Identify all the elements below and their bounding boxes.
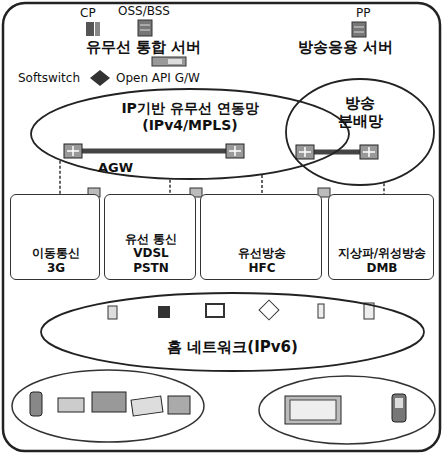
softswitch-label: Softswitch: [18, 71, 80, 85]
home-network-ellipse: 홈 네트워크(IPv6): [40, 292, 425, 372]
network-ellipse: 방송 분배망: [285, 78, 435, 186]
node-text: 이동통신 3G: [25, 246, 87, 275]
link-line: [60, 161, 61, 194]
access-box: 이동통신 3G: [10, 194, 100, 280]
server-label: OSS/BSS: [118, 4, 170, 18]
access-box: 유선방송 HFC: [200, 194, 322, 280]
node-text: 유선방송 HFC: [230, 246, 294, 275]
ellipse-outline: [40, 292, 425, 372]
link-line: [262, 175, 263, 194]
gateway-label: AGW: [98, 160, 133, 176]
node-text: 홈 네트워크(IPv6): [123, 338, 343, 356]
node-text: IP기반 유무선 연동망 (IPv4/MPLS): [105, 100, 275, 134]
gateway-label: Open API G/W: [116, 71, 200, 85]
node-text: 유선 통신 VDSL PSTN: [119, 232, 183, 275]
server-group-label: 방송응용 서버: [298, 38, 393, 56]
network-ellipse: IP기반 유무선 연동망 (IPv4/MPLS): [30, 88, 350, 180]
link-line: [170, 180, 171, 194]
node-text: 지상파/위성방송 DMB: [332, 246, 432, 275]
access-box: 지상파/위성방송 DMB: [328, 194, 434, 280]
node-text: 방송 분배망: [329, 94, 391, 130]
server-label: PP: [356, 6, 370, 20]
access-box: 유선 통신 VDSL PSTN: [104, 194, 196, 280]
server-label: CP: [80, 6, 96, 20]
link-line: [384, 183, 385, 194]
server-group-label: 유무선 통합 서버: [86, 38, 201, 56]
